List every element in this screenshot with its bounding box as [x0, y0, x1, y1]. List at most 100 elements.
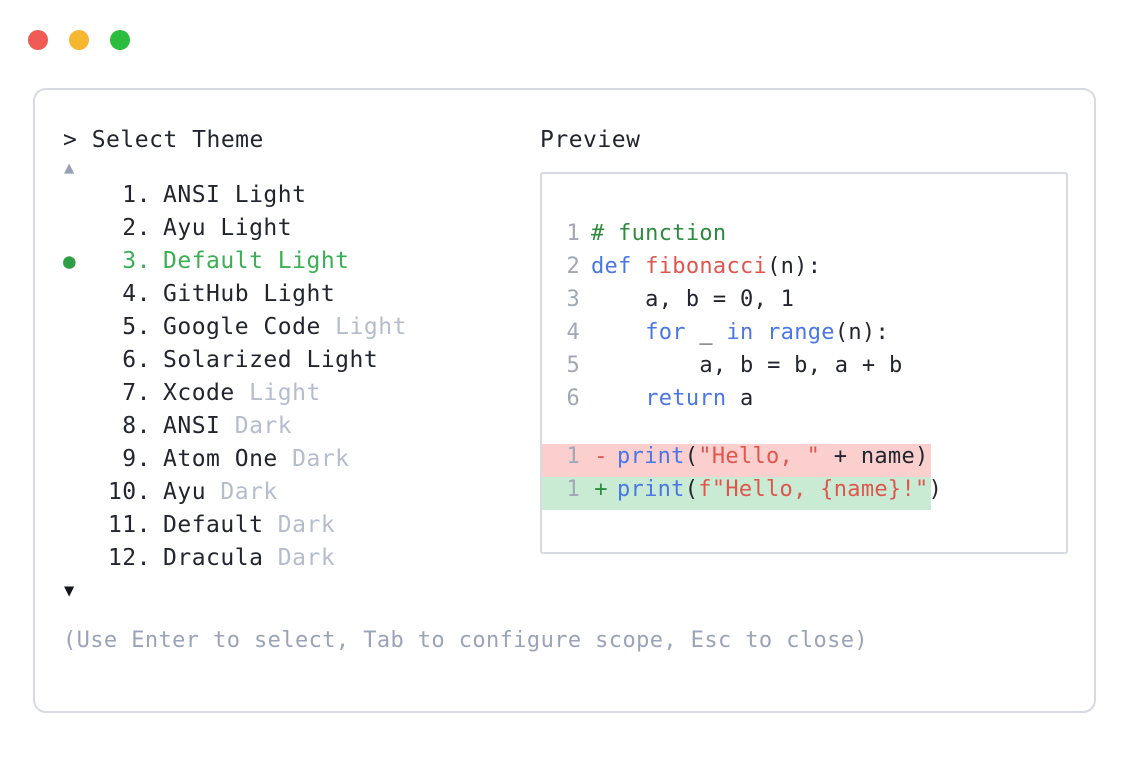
diff-removed-line: 1-print("Hello, " + name) — [542, 444, 931, 477]
code-token: ( — [684, 477, 699, 502]
code-line: 1 # function — [560, 221, 1066, 254]
theme-list-item[interactable]: 6. Solarized Light — [63, 347, 533, 380]
diff-line-text: print(f"Hello, {name}!") — [617, 477, 942, 502]
theme-list-item[interactable]: 10. Ayu Dark — [63, 479, 533, 512]
code-token: _ — [685, 320, 727, 345]
theme-list-item[interactable]: 2. Ayu Light — [63, 215, 533, 248]
theme-item-number: 5. — [122, 314, 151, 340]
code-token: f"Hello, {name}!" — [698, 477, 929, 502]
code-token: range — [767, 320, 835, 345]
code-token: in — [726, 320, 754, 345]
code-token: a, b = b, a + b — [591, 353, 903, 378]
theme-item-variant: Dark — [206, 479, 278, 505]
code-line-text: # function — [591, 221, 726, 246]
theme-item-number: 9. — [122, 446, 151, 472]
page-title: > Select Theme — [63, 127, 264, 153]
code-token: ) — [928, 477, 943, 502]
theme-list-item[interactable]: 9. Atom One Dark — [63, 446, 533, 479]
theme-list-item[interactable]: 7. Xcode Light — [63, 380, 533, 413]
code-token: def — [591, 254, 646, 279]
code-line-text: for _ in range(n): — [591, 320, 889, 345]
theme-list-item[interactable]: 4. GitHub Light — [63, 281, 533, 314]
theme-item-name: Ayu Light — [163, 215, 293, 241]
line-number: 1 — [566, 444, 580, 469]
code-token: for — [645, 320, 686, 345]
theme-list-item[interactable]: 8. ANSI Dark — [63, 413, 533, 446]
theme-item-number: 7. — [122, 380, 151, 406]
code-line: 4 for _ in range(n): — [560, 320, 1066, 353]
code-token: return — [645, 386, 727, 411]
code-line: 6 return a — [560, 386, 1066, 419]
maximize-icon[interactable] — [110, 30, 130, 50]
keyboard-hint: (Use Enter to select, Tab to configure s… — [63, 628, 869, 653]
theme-item-name: Dracula Dark — [163, 545, 336, 571]
code-token: a, b = — [591, 287, 740, 312]
theme-item-name: Solarized Light — [163, 347, 379, 373]
code-token: "Hello, " — [698, 444, 821, 469]
theme-item-number: 6. — [122, 347, 151, 373]
code-token: 0 — [740, 287, 754, 312]
line-number: 4 — [566, 320, 580, 345]
theme-list-item[interactable]: 11. Default Dark — [63, 512, 533, 545]
theme-item-name: Default Dark — [163, 512, 336, 538]
theme-item-number: 10. — [107, 479, 151, 505]
line-number: 6 — [566, 386, 580, 411]
diff-lines: 1-print("Hello, " + name)1+print(f"Hello… — [542, 444, 1066, 510]
scroll-up-icon[interactable]: ▲ — [64, 158, 75, 178]
diff-line-text: print("Hello, " + name) — [617, 444, 929, 469]
line-number: 3 — [566, 287, 580, 312]
theme-list-item[interactable]: ●3.Default Light — [63, 248, 533, 281]
theme-item-number: 2. — [122, 215, 151, 241]
theme-item-name: ANSI Light — [163, 182, 307, 208]
code-token: (n): — [834, 320, 890, 345]
theme-item-name: Xcode Light — [163, 380, 321, 406]
diff-sign: + — [594, 477, 608, 502]
close-icon[interactable] — [28, 30, 48, 50]
theme-item-variant: Dark — [277, 446, 350, 472]
code-token: fibonacci — [645, 254, 768, 279]
theme-item-name: Ayu Dark — [163, 479, 278, 505]
theme-list-item[interactable]: 5. Google Code Light — [63, 314, 533, 347]
code-token: 1 — [780, 287, 795, 312]
code-token: + name) — [820, 444, 929, 469]
line-number: 1 — [566, 477, 580, 502]
theme-item-name: GitHub Light — [163, 281, 336, 307]
code-token: , — [753, 287, 781, 312]
theme-item-number: 3. — [122, 248, 151, 274]
scroll-down-icon[interactable]: ▼ — [64, 581, 75, 601]
code-token: print — [617, 444, 685, 469]
code-line-text: a, b = 0, 1 — [591, 287, 794, 312]
line-number: 5 — [566, 353, 580, 378]
code-token: ( — [684, 444, 699, 469]
theme-item-number: 4. — [122, 281, 151, 307]
theme-item-name: ANSI Dark — [163, 413, 293, 439]
theme-item-number: 11. — [107, 512, 151, 538]
theme-list-item[interactable]: 1.ANSI Light — [63, 182, 533, 215]
theme-item-name: Atom One Dark — [163, 446, 350, 472]
theme-item-variant: Light — [320, 314, 407, 340]
code-token — [754, 320, 768, 345]
theme-item-variant: Dark — [263, 512, 336, 538]
code-line-text: return a — [591, 386, 754, 411]
code-token: # function — [591, 221, 727, 246]
minimize-icon[interactable] — [69, 30, 89, 50]
theme-item-number: 8. — [122, 413, 151, 439]
code-line: 3 a, b = 0, 1 — [560, 287, 1066, 320]
selected-bullet-icon: ● — [63, 249, 77, 273]
theme-item-variant: Light — [234, 380, 321, 406]
theme-item-number: 12. — [107, 545, 151, 571]
line-number: 2 — [566, 254, 580, 279]
line-number: 1 — [566, 221, 580, 246]
code-token: a — [726, 386, 754, 411]
theme-item-name: Google Code Light — [163, 314, 407, 340]
code-line: 5 a, b = b, a + b — [560, 353, 1066, 386]
theme-item-variant: Dark — [220, 413, 293, 439]
theme-list-item[interactable]: 12. Dracula Dark — [63, 545, 533, 578]
code-token — [591, 386, 645, 411]
